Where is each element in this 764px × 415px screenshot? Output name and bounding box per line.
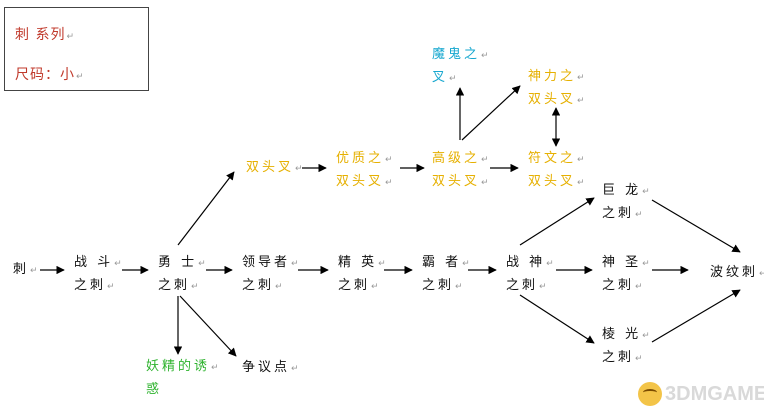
node-zhengyidian: 争议点↵	[242, 360, 299, 375]
node-lengguang-zhici: 棱 光↵ 之刺↵	[602, 327, 650, 365]
edge-yongshi-zhengyidian	[179, 295, 237, 357]
node-zhanshen-zhici: 战 神↵ 之刺↵	[506, 255, 554, 293]
edge-lengguang-bowenci	[651, 289, 741, 343]
node-youzhi-shuangtoucha: 优质之↵ 双头叉↵	[336, 151, 393, 189]
node-bazhe-zhici: 霸 者↵ 之刺↵	[422, 255, 470, 293]
node-ci: 刺↵	[13, 262, 38, 277]
node-yaojing-deyouhuo: 妖精的诱↵ 惑	[146, 359, 219, 397]
node-gaoji-shuangtoucha: 高级之↵ 双头叉↵	[432, 151, 489, 189]
node-shenli-shuangtoucha: 神力之↵ 双头叉↵	[528, 69, 585, 107]
watermark-logo: 3DMGAME	[638, 382, 764, 406]
node-zhandou-zhici: 战 斗↵ 之刺↵	[74, 255, 122, 293]
node-julong-zhici: 巨 龙↵ 之刺↵	[602, 183, 650, 221]
legend-series-title: 刺 系列↵	[15, 27, 74, 43]
node-fuwen-shuangtoucha: 符文之↵ 双头叉↵	[528, 151, 585, 189]
legend-size-label: 尺码：小↵	[15, 67, 84, 83]
edge-zhanshen-lengguang	[519, 294, 595, 344]
node-shuangtoucha: 双头叉↵	[246, 160, 303, 175]
edge-yongshi-shuangtoucha	[177, 171, 235, 246]
node-yongshi-zhici: 勇 士↵ 之刺↵	[158, 255, 206, 293]
node-mogui-zhicha: 魔鬼之↵ 叉↵	[432, 47, 489, 85]
legend-box: 刺 系列↵ 尺码：小↵	[4, 7, 149, 91]
edge-gaoji-shenli	[461, 85, 521, 141]
node-shensheng-zhici: 神 圣↵ 之刺↵	[602, 255, 650, 293]
mascot-face-icon	[638, 382, 662, 406]
edge-zhanshen-julong	[519, 197, 595, 246]
edge-julong-bowenci	[651, 199, 741, 253]
node-lingdaozhe-zhici: 领导者↵ 之刺↵	[242, 255, 299, 293]
node-jingying-zhici: 精 英↵ 之刺↵	[338, 255, 386, 293]
node-bowenci: 波纹刺↵	[710, 265, 764, 280]
